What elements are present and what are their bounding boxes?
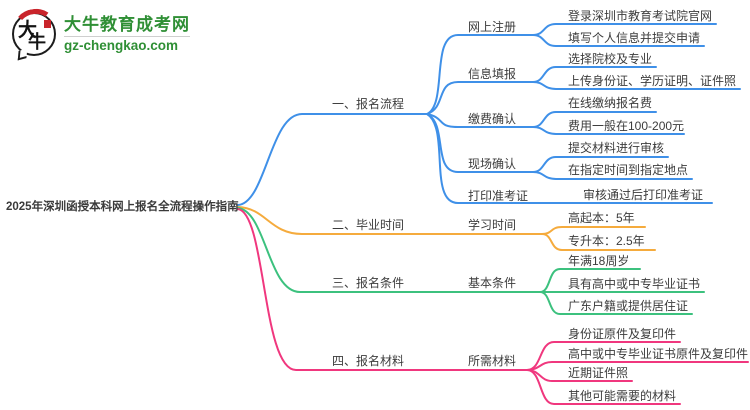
leaf-age-18: 年满18周岁	[568, 254, 630, 268]
leaf-guangdong-residence: 广东户籍或提供居住证	[568, 299, 689, 313]
leaf-diploma-copy: 高中或中专毕业证书原件及复印件	[568, 347, 749, 361]
branch2-connectors	[237, 206, 656, 251]
logo-badge: 大 牛	[11, 6, 59, 61]
node-study-duration: 学习时间	[468, 218, 517, 232]
leaf-designated-time-place: 在指定时间到指定地点	[568, 163, 689, 177]
site-name: 大牛教育成考网	[64, 14, 190, 34]
branch-registration-materials: 四、报名材料	[332, 354, 405, 368]
node-required-materials: 所需材料	[468, 354, 517, 368]
logo-text: 大牛教育成考网 gz-chengkao.com	[64, 15, 190, 54]
leaf-print-after-review: 审核通过后打印准考证	[583, 188, 704, 202]
node-basic-conditions: 基本条件	[468, 276, 517, 290]
leaf-fill-info-submit: 填写个人信息并提交申请	[568, 31, 701, 45]
leaf-choose-school-major: 选择院校及专业	[568, 52, 653, 66]
leaf-submit-materials-review: 提交材料进行审核	[568, 141, 665, 155]
leaf-login-official-site: 登录深圳市教育考试院官网	[568, 9, 713, 23]
leaf-pay-online: 在线缴纳报名费	[568, 96, 653, 110]
site-logo: 大 牛 大牛教育成考网 gz-chengkao.com	[11, 6, 190, 61]
node-print-admission-ticket: 打印准考证	[468, 189, 529, 203]
leaf-zhuanshengben-2-5-years: 专升本：2.5年	[568, 234, 645, 248]
leaf-other-materials: 其他可能需要的材料	[568, 389, 677, 403]
node-info-filling: 信息填报	[468, 67, 517, 81]
root-title: 2025年深圳函授本科网上报名全流程操作指南	[6, 201, 239, 213]
node-online-registration: 网上注册	[468, 20, 517, 34]
leaf-highschool-diploma: 具有高中或中专毕业证书	[568, 277, 701, 291]
leaf-id-card-copy: 身份证原件及复印件	[568, 327, 677, 341]
leaf-recent-photo: 近期证件照	[568, 366, 629, 380]
logo-character-niu: 牛	[28, 32, 46, 52]
leaf-fee-range: 费用一般在100-200元	[568, 119, 685, 133]
logo-character-da: 大	[18, 20, 38, 41]
node-onsite-confirm: 现场确认	[468, 157, 517, 171]
site-domain: gz-chengkao.com	[64, 35, 190, 54]
node-payment-confirm: 缴费确认	[468, 112, 517, 126]
branch-registration-process: 一、报名流程	[332, 97, 405, 111]
branch4-connectors	[237, 208, 749, 405]
branch-graduation-time: 二、毕业时间	[332, 218, 405, 232]
branch3-connectors	[237, 207, 705, 315]
branch-registration-conditions: 三、报名条件	[332, 276, 405, 290]
logo-red-seal-icon	[44, 20, 51, 28]
leaf-gaoqiben-5-years: 高起本：5年	[568, 211, 635, 225]
branch1-connectors	[237, 23, 741, 206]
leaf-upload-documents: 上传身份证、学历证明、证件照	[568, 74, 737, 88]
